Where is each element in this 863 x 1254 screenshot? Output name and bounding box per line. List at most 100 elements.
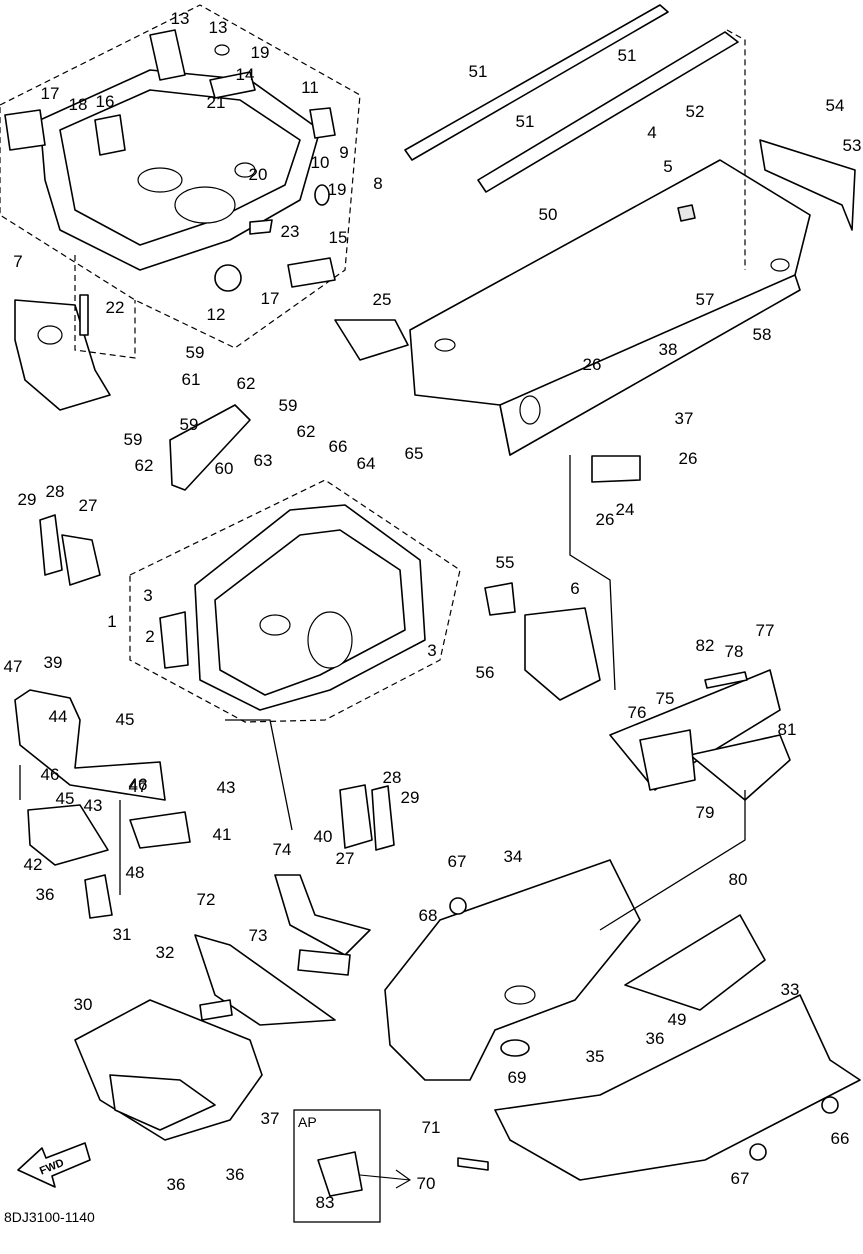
- callout-58: 58: [753, 325, 772, 344]
- callout-76: 76: [628, 703, 647, 722]
- callout-73: 73: [249, 926, 268, 945]
- callout-74: 74: [273, 840, 292, 859]
- rear-frame-inner: [214, 529, 406, 696]
- boots-group: [39, 514, 395, 851]
- callout-15: 15: [329, 228, 348, 247]
- callout-41: 41: [213, 825, 232, 844]
- pin-22: [79, 294, 89, 336]
- cover-link-line: [599, 790, 746, 931]
- plug-66-lower: [749, 1143, 767, 1161]
- chassis-hole-b: [519, 395, 541, 425]
- callout-10: 10: [311, 153, 330, 172]
- callout-48: 48: [126, 863, 145, 882]
- bracket-6: [524, 607, 601, 701]
- callout-51: 51: [469, 62, 488, 81]
- callout-4: 4: [647, 123, 656, 142]
- callout-52: 52: [686, 102, 705, 121]
- callout-62: 62: [135, 456, 154, 475]
- drawing-number: 8DJ3100-1140: [4, 1209, 95, 1225]
- plate-13: [149, 29, 186, 81]
- callout-36: 36: [167, 1175, 186, 1194]
- callout-59: 59: [124, 430, 143, 449]
- callout-13: 13: [171, 9, 190, 28]
- callout-29: 29: [18, 490, 37, 509]
- leader-27-line: [225, 719, 293, 831]
- bracket-52: [759, 139, 856, 231]
- callout-66: 66: [831, 1129, 850, 1148]
- callout-60: 60: [215, 459, 234, 478]
- callout-36: 36: [226, 1165, 245, 1184]
- assembly-boundary-8: [0, 4, 361, 349]
- strip-81: [704, 671, 748, 689]
- callout-12: 12: [207, 305, 226, 324]
- bracket-18: [4, 109, 46, 151]
- callout-39: 39: [44, 653, 63, 672]
- main-chassis-group: [334, 4, 856, 483]
- callout-65: 65: [405, 444, 424, 463]
- callout-7: 7: [13, 252, 22, 271]
- callout-45: 45: [116, 710, 135, 729]
- bracket-42: [27, 804, 109, 866]
- panel-72: [297, 949, 351, 976]
- callout-9: 9: [339, 143, 348, 162]
- callout-51: 51: [516, 112, 535, 131]
- ap-inset-frame: [293, 1109, 381, 1223]
- callout-82: 82: [696, 636, 715, 655]
- callout-78: 78: [725, 642, 744, 661]
- callout-81: 81: [778, 720, 797, 739]
- callout-42: 42: [24, 855, 43, 874]
- callout-46: 46: [129, 775, 148, 794]
- callout-59: 59: [180, 415, 199, 434]
- callout-22: 22: [106, 298, 125, 317]
- callout-51: 51: [618, 46, 637, 65]
- callout-27: 27: [79, 496, 98, 515]
- callout-24: 24: [616, 500, 635, 519]
- plate-7-hole: [37, 325, 63, 345]
- callout-62: 62: [237, 374, 256, 393]
- callout-55: 55: [496, 553, 515, 572]
- link-line-6: [569, 455, 616, 691]
- plate-7: [14, 299, 111, 411]
- callout-26: 26: [596, 510, 615, 529]
- cover-33: [494, 994, 861, 1181]
- callout-71: 71: [422, 1118, 441, 1137]
- callout-13: 13: [209, 18, 228, 37]
- callout-18: 18: [69, 95, 88, 114]
- callout-36: 36: [36, 885, 55, 904]
- callout-37: 37: [261, 1109, 280, 1128]
- callout-45: 45: [56, 789, 75, 808]
- bracket-69: [457, 1157, 489, 1171]
- callout-23: 23: [281, 222, 300, 241]
- bumper-group: [14, 689, 191, 919]
- callout-29: 29: [401, 788, 420, 807]
- side-cover-group: [384, 669, 861, 1181]
- rail-boundary: [726, 29, 746, 270]
- rear-frame-cutout-a: [307, 611, 353, 669]
- bracket-58: [169, 404, 251, 491]
- callout-37: 37: [675, 409, 694, 428]
- callout-68: 68: [419, 906, 438, 925]
- rear-frame-cutout-b: [259, 614, 291, 636]
- callout-26: 26: [583, 355, 602, 374]
- callout-28: 28: [383, 768, 402, 787]
- boot-27-lower: [339, 784, 373, 849]
- bracket-9: [309, 107, 336, 139]
- callout-38: 38: [659, 340, 678, 359]
- callout-54: 54: [826, 96, 845, 115]
- callout-16: 16: [96, 92, 115, 111]
- bumper-links: [19, 765, 121, 895]
- front-shroud-group: [74, 874, 371, 1141]
- bushing-10: [314, 184, 330, 206]
- plate-5: [677, 204, 696, 222]
- callout-11: 11: [301, 78, 319, 97]
- callout-43: 43: [84, 796, 103, 815]
- callout-20: 20: [249, 165, 268, 184]
- callout-62: 62: [297, 422, 316, 441]
- cover-34-hole: [504, 985, 536, 1005]
- ap-inset: [293, 1109, 412, 1223]
- plate-2: [159, 611, 189, 669]
- callout-30: 30: [74, 995, 93, 1014]
- callout-47: 47: [4, 657, 23, 676]
